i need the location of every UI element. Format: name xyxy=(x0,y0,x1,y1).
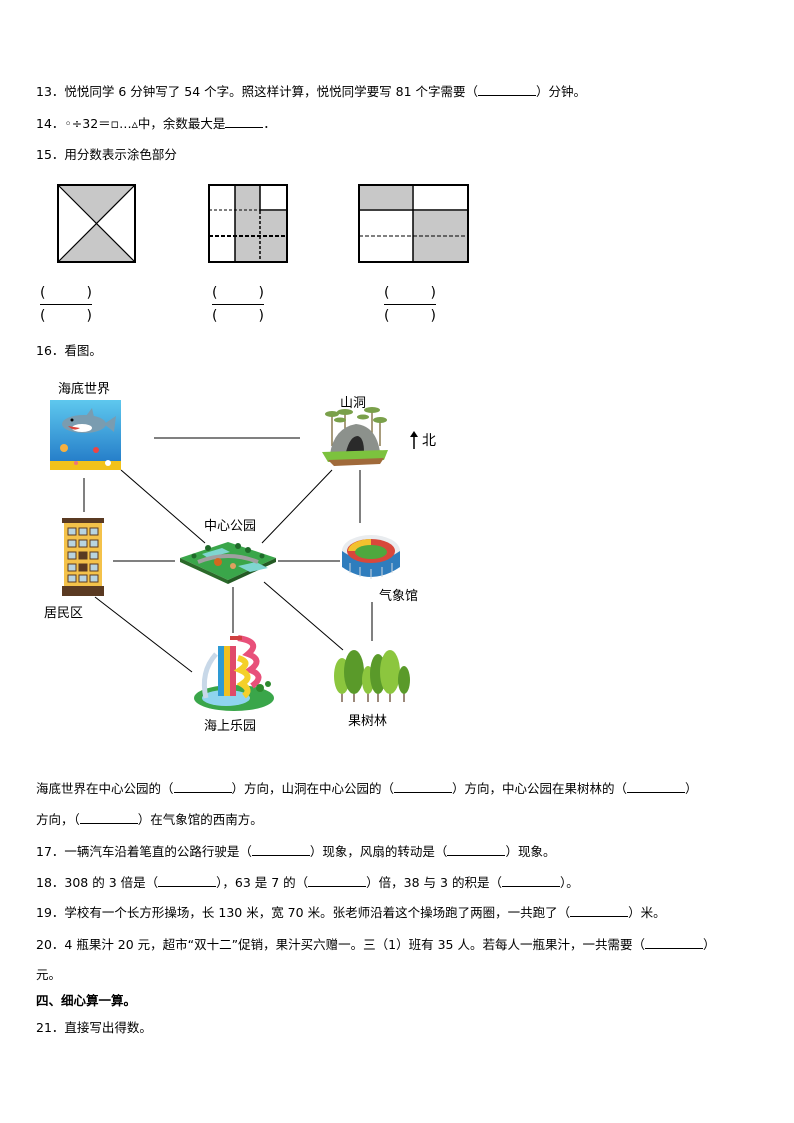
q20-text-2: ） xyxy=(702,937,716,952)
q19-text-1: 19．学校有一个长方形操场，长 130 米，宽 70 米。张老师沿着这个操场跑了… xyxy=(36,905,571,920)
q18-blank-1[interactable] xyxy=(158,875,217,887)
question-19: 19．学校有一个长方形操场，长 130 米，宽 70 米。张老师沿着这个操场跑了… xyxy=(36,905,666,921)
north-indicator: 北 xyxy=(410,430,436,450)
paren-close: ) xyxy=(430,285,436,301)
paren-close: ) xyxy=(258,308,264,324)
paren-open: ( xyxy=(40,285,46,301)
question-21: 21．直接写出得数。 xyxy=(36,1020,152,1035)
paren-close: ) xyxy=(258,285,264,301)
cave-image xyxy=(320,406,390,466)
paren-open: ( xyxy=(384,285,390,301)
question-16-answer-line-1: 海底世界在中心公园的（ ）方向，山洞在中心公园的（ ）方向，中心公园在果树林的（ ） xyxy=(36,781,698,797)
label-weather-museum: 气象馆 xyxy=(379,589,419,604)
q14-suffix: ． xyxy=(263,116,276,131)
fraction-figure-2 xyxy=(208,184,288,263)
q20-text-1: 20．4 瓶果汁 20 元，超市“双十二”促销，果汁买六赠一。三（1）班有 35… xyxy=(36,937,645,952)
north-label: 北 xyxy=(421,433,436,449)
q17-text-2: ）现象，风扇的转动是（ xyxy=(309,844,448,859)
fraction-figure-3 xyxy=(358,184,469,263)
q13-suffix: ）分钟。 xyxy=(536,84,587,99)
question-15: 15．用分数表示涂色部分 xyxy=(36,147,177,162)
q18-text-2: ），63 是 7 的（ xyxy=(216,875,309,890)
q19-blank-1[interactable] xyxy=(570,905,629,917)
q16-text-4: ） xyxy=(685,781,698,796)
north-arrow-icon xyxy=(410,431,418,449)
paren-open: ( xyxy=(212,285,218,301)
orchard-image xyxy=(332,650,412,704)
q17-text-1: 17．一辆汽车沿着笔直的公路行驶是（ xyxy=(36,844,252,859)
q16-blank-4[interactable] xyxy=(79,812,138,824)
paren-open: ( xyxy=(212,308,218,324)
central-park-image xyxy=(178,536,278,586)
question-20-line-2: 元。 xyxy=(36,967,62,982)
fraction-answer-2[interactable]: () () xyxy=(212,284,264,328)
sea-paradise-image xyxy=(192,632,276,712)
paren-open: ( xyxy=(384,308,390,324)
q16-text-1: 海底世界在中心公园的（ xyxy=(36,781,174,796)
question-16: 16．看图。 xyxy=(36,343,102,358)
q13-text: 13．悦悦同学 6 分钟写了 54 个字。照这样计算，悦悦同学要写 81 个字需… xyxy=(36,84,479,99)
q17-blank-2[interactable] xyxy=(447,844,506,856)
residential-building-image xyxy=(60,518,106,596)
q13-answer-blank[interactable] xyxy=(478,84,537,96)
section-4-title: 四、细心算一算。 xyxy=(36,993,137,1008)
q17-text-3: ）现象。 xyxy=(505,844,556,859)
fraction-bar xyxy=(384,304,436,305)
fraction-answer-3[interactable]: () () xyxy=(384,284,436,328)
paren-close: ) xyxy=(86,308,92,324)
label-haidi-world: 海底世界 xyxy=(58,382,111,397)
q16-blank-2[interactable] xyxy=(394,781,453,793)
q20-blank-1[interactable] xyxy=(644,937,703,949)
sea-world-image xyxy=(50,400,121,470)
question-13: 13．悦悦同学 6 分钟写了 54 个字。照这样计算，悦悦同学要写 81 个字需… xyxy=(36,84,586,100)
question-17: 17．一辆汽车沿着笔直的公路行驶是（ ）现象，风扇的转动是（ ）现象。 xyxy=(36,844,555,860)
label-orchard: 果树林 xyxy=(348,714,388,729)
fraction-bar xyxy=(212,304,264,305)
paren-open: ( xyxy=(40,308,46,324)
label-residential: 居民区 xyxy=(44,606,84,621)
q18-blank-2[interactable] xyxy=(308,875,367,887)
question-16-answer-line-2: 方向，（ ）在气象馆的西南方。 xyxy=(36,812,263,828)
q16-text-3: ）方向，中心公园在果树林的（ xyxy=(452,781,628,796)
q16-blank-1[interactable] xyxy=(173,781,232,793)
q18-text-1: 18．308 的 3 倍是（ xyxy=(36,875,159,890)
fraction-answer-1[interactable]: () () xyxy=(40,284,92,328)
q14-text: 14．◦÷32＝▫…▵中，余数最大是 xyxy=(36,116,226,131)
question-18: 18．308 的 3 倍是（ ），63 是 7 的（ ）倍，38 与 3 的积是（ ）… xyxy=(36,875,579,891)
label-sea-paradise: 海上乐园 xyxy=(204,719,257,734)
question-14: 14．◦÷32＝▫…▵中，余数最大是 ． xyxy=(36,116,276,132)
paren-close: ) xyxy=(430,308,436,324)
q17-blank-1[interactable] xyxy=(251,844,310,856)
paren-close: ) xyxy=(86,285,92,301)
q19-text-2: ）米。 xyxy=(628,905,666,920)
q16-text-2: ）方向，山洞在中心公园的（ xyxy=(231,781,395,796)
weather-museum-image xyxy=(340,533,402,583)
q18-text-4: ）。 xyxy=(559,875,579,890)
q16-blank-3[interactable] xyxy=(627,781,686,793)
q14-answer-blank[interactable] xyxy=(225,116,264,128)
label-cave: 山洞 xyxy=(340,396,367,411)
q18-blank-3[interactable] xyxy=(501,875,560,887)
q16-text-6: ）在气象馆的西南方。 xyxy=(137,812,263,827)
question-20: 20．4 瓶果汁 20 元，超市“双十二”促销，果汁买六赠一。三（1）班有 35… xyxy=(36,937,715,953)
fraction-figure-1 xyxy=(57,184,136,263)
map-connection-lines xyxy=(83,437,373,673)
label-central-park: 中心公园 xyxy=(204,519,257,534)
q18-text-3: ）倍，38 与 3 的积是（ xyxy=(366,875,502,890)
fraction-bar xyxy=(40,304,92,305)
q16-text-5: 方向，（ xyxy=(36,812,80,827)
